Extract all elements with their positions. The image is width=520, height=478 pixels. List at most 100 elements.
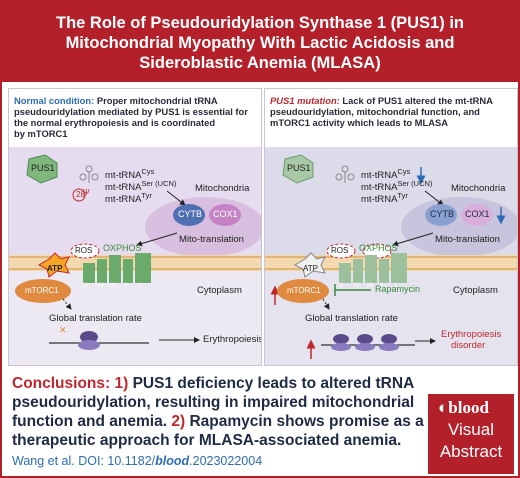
trna-ser: mt-tRNASer (UCN): [105, 179, 177, 194]
arrow-to-cytb: [424, 190, 444, 206]
atp-burst: [37, 252, 70, 278]
pus1-label: PUS1: [31, 163, 55, 173]
mtorc1-label: mTORC1: [287, 286, 321, 295]
erythropoiesis-label: Erythropoiesis: [203, 334, 262, 345]
complex-iii: III: [367, 283, 373, 289]
oxphos-label: OXPHOS: [103, 243, 142, 253]
ros-cloud: [70, 243, 100, 259]
oxphos-complexes: [83, 253, 151, 283]
rapamycin-label: Rapamycin: [375, 284, 421, 294]
trna-ser: mt-tRNASer (UCN): [361, 179, 433, 194]
normal-heading-line-3: the normal erythropoiesis and is coordin…: [14, 117, 216, 128]
title-line-3: Sideroblastic Anemia (MLASA): [139, 54, 381, 72]
cox1-label: COX1: [465, 209, 490, 219]
mutation-label: PUS1 mutation:: [270, 95, 340, 106]
mutation-heading-line-2: pseudouridylation, mitochondrial functio…: [270, 106, 480, 117]
conclusion-line-2: pseudouridylation, resulting in impaired…: [12, 394, 415, 411]
arrow-mtorc1: [62, 298, 72, 310]
badge-line-2: Abstract: [439, 442, 503, 461]
complex-ii: II: [380, 283, 384, 289]
title-banner: The Role of Pseudouridylation Synthase 1…: [2, 2, 518, 82]
arrow-translation: [392, 232, 434, 247]
ros-label: ROS: [331, 246, 349, 255]
conclusion-label: Conclusions:: [12, 375, 111, 392]
mtorc1-label: mTORC1: [25, 286, 59, 295]
conclusion-line-1: PUS1 deficiency leads to altered tRNA: [132, 375, 415, 392]
mtorc1-blob: [15, 279, 71, 303]
cytb-label: CYTB: [430, 209, 455, 219]
conclusion-line-4: Rapamycin shows promise as a: [189, 413, 424, 430]
trna-icon: [335, 165, 355, 183]
psi-marker: [72, 188, 86, 202]
trna-cys: mt-tRNACys: [105, 167, 155, 182]
citation: Wang et al. DOI: 10.1182/blood.202302200…: [12, 454, 263, 468]
cytb-protein: [425, 204, 457, 226]
global-translation-label: Global translation rate: [49, 313, 142, 324]
pus1-enzyme-shape: [26, 154, 58, 184]
cytb-protein: [173, 204, 205, 226]
svg-text:✕: ✕: [59, 325, 67, 335]
erythropoiesis-label: Erythropoiesis: [441, 329, 502, 340]
complex-i: I: [139, 283, 141, 289]
cox1-protein: [461, 204, 493, 226]
complex-iii: III: [111, 283, 117, 289]
cox1-label: COX1: [213, 209, 238, 219]
disorder-label: disorder: [451, 340, 486, 351]
cox1-protein: [209, 204, 241, 226]
ros-cloud: [326, 243, 356, 259]
conclusion-line-5: therapeutic approach for MLASA-associate…: [12, 432, 402, 449]
mtorc1-blob: [277, 279, 329, 303]
cytb-label: CYTB: [178, 209, 203, 219]
arrow-translation: [136, 232, 178, 247]
trna-tyr: mt-tRNATyr: [361, 191, 408, 206]
normal-heading: Normal condition: Proper mitochondrial t…: [9, 89, 261, 147]
complex-v: V: [339, 283, 344, 289]
mitochondria-label: Mitochondria: [195, 183, 250, 194]
pus1-label: PUS1: [287, 163, 311, 173]
normal-heading-line-1: Proper mitochondrial tRNA: [96, 95, 218, 106]
arrow-mtorc1: [322, 298, 330, 310]
complex-iv: IV: [354, 283, 360, 289]
ros-label: ROS: [75, 246, 93, 255]
conclusion-num-2: 2): [171, 413, 186, 430]
badge-line-1: Visual: [448, 420, 494, 439]
conclusion-line-3: function and anemia.: [12, 413, 168, 430]
normal-heading-line-4: by mTORC1: [14, 128, 68, 139]
oxphos-label: OXPHOS: [359, 243, 398, 253]
blood-visual-abstract-badge: ◐blood Visual Abstract: [428, 394, 514, 474]
conclusion-num-1: 1): [114, 375, 129, 392]
normal-label: Normal condition:: [14, 95, 95, 106]
complex-ii: II: [124, 283, 128, 289]
normal-heading-line-2: pseudouridylation mediated by PUS1 is es…: [14, 106, 248, 117]
polysome-icon: [321, 334, 415, 351]
atp-label: ATP: [47, 264, 63, 273]
pus1-mutation-panel: PUS1 mutation: Lack of PUS1 altered the …: [264, 88, 518, 366]
title-line-2: Mitochondrial Myopathy With Lactic Acido…: [65, 34, 455, 52]
mutation-heading-line-1: Lack of PUS1 altered the mt-tRNA: [342, 95, 493, 106]
mito-translation-label: Mito-translation: [179, 234, 244, 245]
complex-v: V: [83, 283, 88, 289]
trna-cys: mt-tRNACys: [361, 167, 411, 182]
mitochondrion-shape: [401, 197, 517, 257]
trna-position-label: 28: [76, 190, 85, 199]
cytoplasm-label: Cytoplasm: [197, 285, 242, 296]
trna-tyr: mt-tRNATyr: [105, 191, 152, 206]
psi-label: Ψ: [83, 188, 90, 197]
mitochondria-label: Mitochondria: [451, 183, 506, 194]
oxphos-complexes: [339, 253, 407, 283]
normal-diagram: ✕: [9, 147, 261, 350]
atp-burst: [293, 252, 326, 278]
atp-label: ATP: [303, 264, 318, 273]
complex-iv: IV: [98, 283, 104, 289]
mutation-heading-line-3: mTORC1 activity which leads to MLASA: [270, 117, 448, 128]
mito-translation-label: Mito-translation: [435, 234, 500, 245]
mitochondrion-shape: [145, 197, 261, 257]
blood-logo: ◐blood: [438, 398, 489, 417]
pus1-enzyme-shape: [282, 154, 314, 184]
cytoplasm-label: Cytoplasm: [453, 285, 498, 296]
citation-journal: blood: [155, 454, 190, 468]
arrow-to-cytb: [166, 190, 186, 206]
normal-condition-panel: Normal condition: Proper mitochondrial t…: [8, 88, 262, 366]
ribosome-icon: ✕: [49, 325, 149, 350]
